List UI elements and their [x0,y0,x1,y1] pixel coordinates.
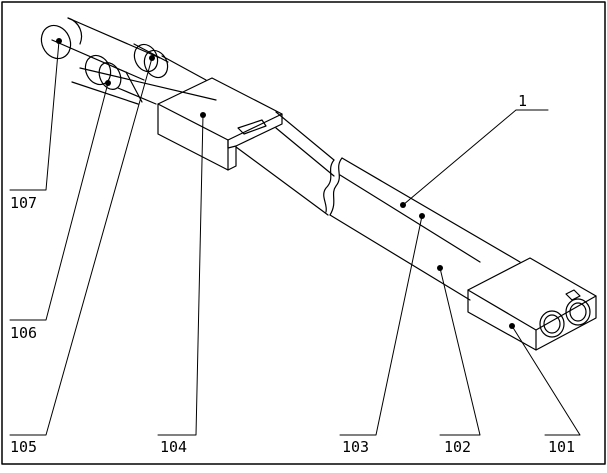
leader-106 [9,82,109,321]
leader-101 [511,325,581,436]
label-107: 107 [10,194,37,212]
leader-103 [339,215,423,436]
label-101: 101 [548,438,575,456]
label-106: 106 [10,324,37,342]
leader-dots [56,38,515,329]
leader-104 [157,114,204,436]
end-block [467,257,597,351]
label-105: 105 [10,438,37,456]
rear-roller-assembly [40,17,217,105]
bar-upper-segment [235,111,335,216]
leader-lines [9,40,581,436]
drawing-border [1,1,606,465]
leader-105 [9,57,153,436]
leader-102 [439,267,481,436]
leader-1 [402,109,549,206]
middle-block [157,77,283,171]
leader-107 [9,40,60,191]
bar-lower-segment [329,157,521,301]
label-104: 104 [160,438,187,456]
label-103: 103 [342,438,369,456]
label-1: 1 [518,92,527,110]
label-102: 102 [444,438,471,456]
